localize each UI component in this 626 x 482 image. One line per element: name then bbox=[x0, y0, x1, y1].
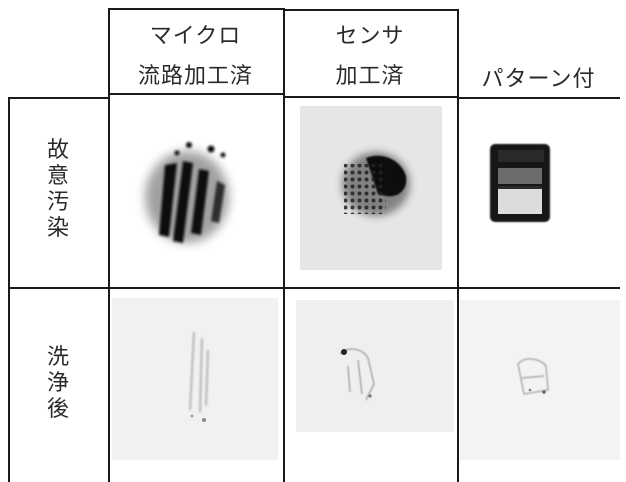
contamination-image-sensor bbox=[300, 106, 442, 270]
header-bottom-border bbox=[283, 96, 457, 98]
row-label-char: 汚 bbox=[46, 190, 69, 215]
contamination-image-microchannel bbox=[145, 142, 229, 243]
cleaned-image-microchannel bbox=[112, 298, 278, 460]
column-header-line2: 加工済 bbox=[335, 64, 405, 89]
row-label-char: 意 bbox=[46, 164, 69, 189]
column-header-line1: マイクロ bbox=[149, 24, 242, 49]
column-divider bbox=[283, 8, 285, 482]
row-divider bbox=[8, 287, 620, 289]
column-divider bbox=[8, 97, 10, 482]
header-bottom-border bbox=[108, 93, 283, 96]
row-label-char: 後 bbox=[46, 397, 69, 422]
row-label-char: 染 bbox=[46, 216, 69, 241]
column-header-line1: センサ bbox=[335, 24, 405, 49]
contamination-image-pattern bbox=[490, 144, 550, 222]
row-label-char: 浄 bbox=[46, 371, 69, 396]
row-label-char: 故 bbox=[46, 138, 69, 163]
row-label-char: 洗 bbox=[46, 345, 69, 370]
header-bottom-border bbox=[457, 97, 620, 99]
column-divider bbox=[108, 8, 110, 482]
header-top-border bbox=[283, 9, 457, 11]
cleaned-image-pattern bbox=[460, 300, 620, 460]
header-bottom-border bbox=[8, 97, 108, 99]
cleaned-image-sensor bbox=[296, 300, 454, 432]
column-header-line2: パターン付 bbox=[481, 67, 596, 92]
column-header-line2: 流路加工済 bbox=[137, 64, 253, 89]
row-label-after-cleaning: 洗 浄 後 bbox=[43, 345, 73, 423]
column-divider bbox=[457, 9, 459, 482]
row-label-contaminated: 故 意 汚 染 bbox=[43, 138, 73, 242]
header-top-border bbox=[108, 8, 283, 10]
